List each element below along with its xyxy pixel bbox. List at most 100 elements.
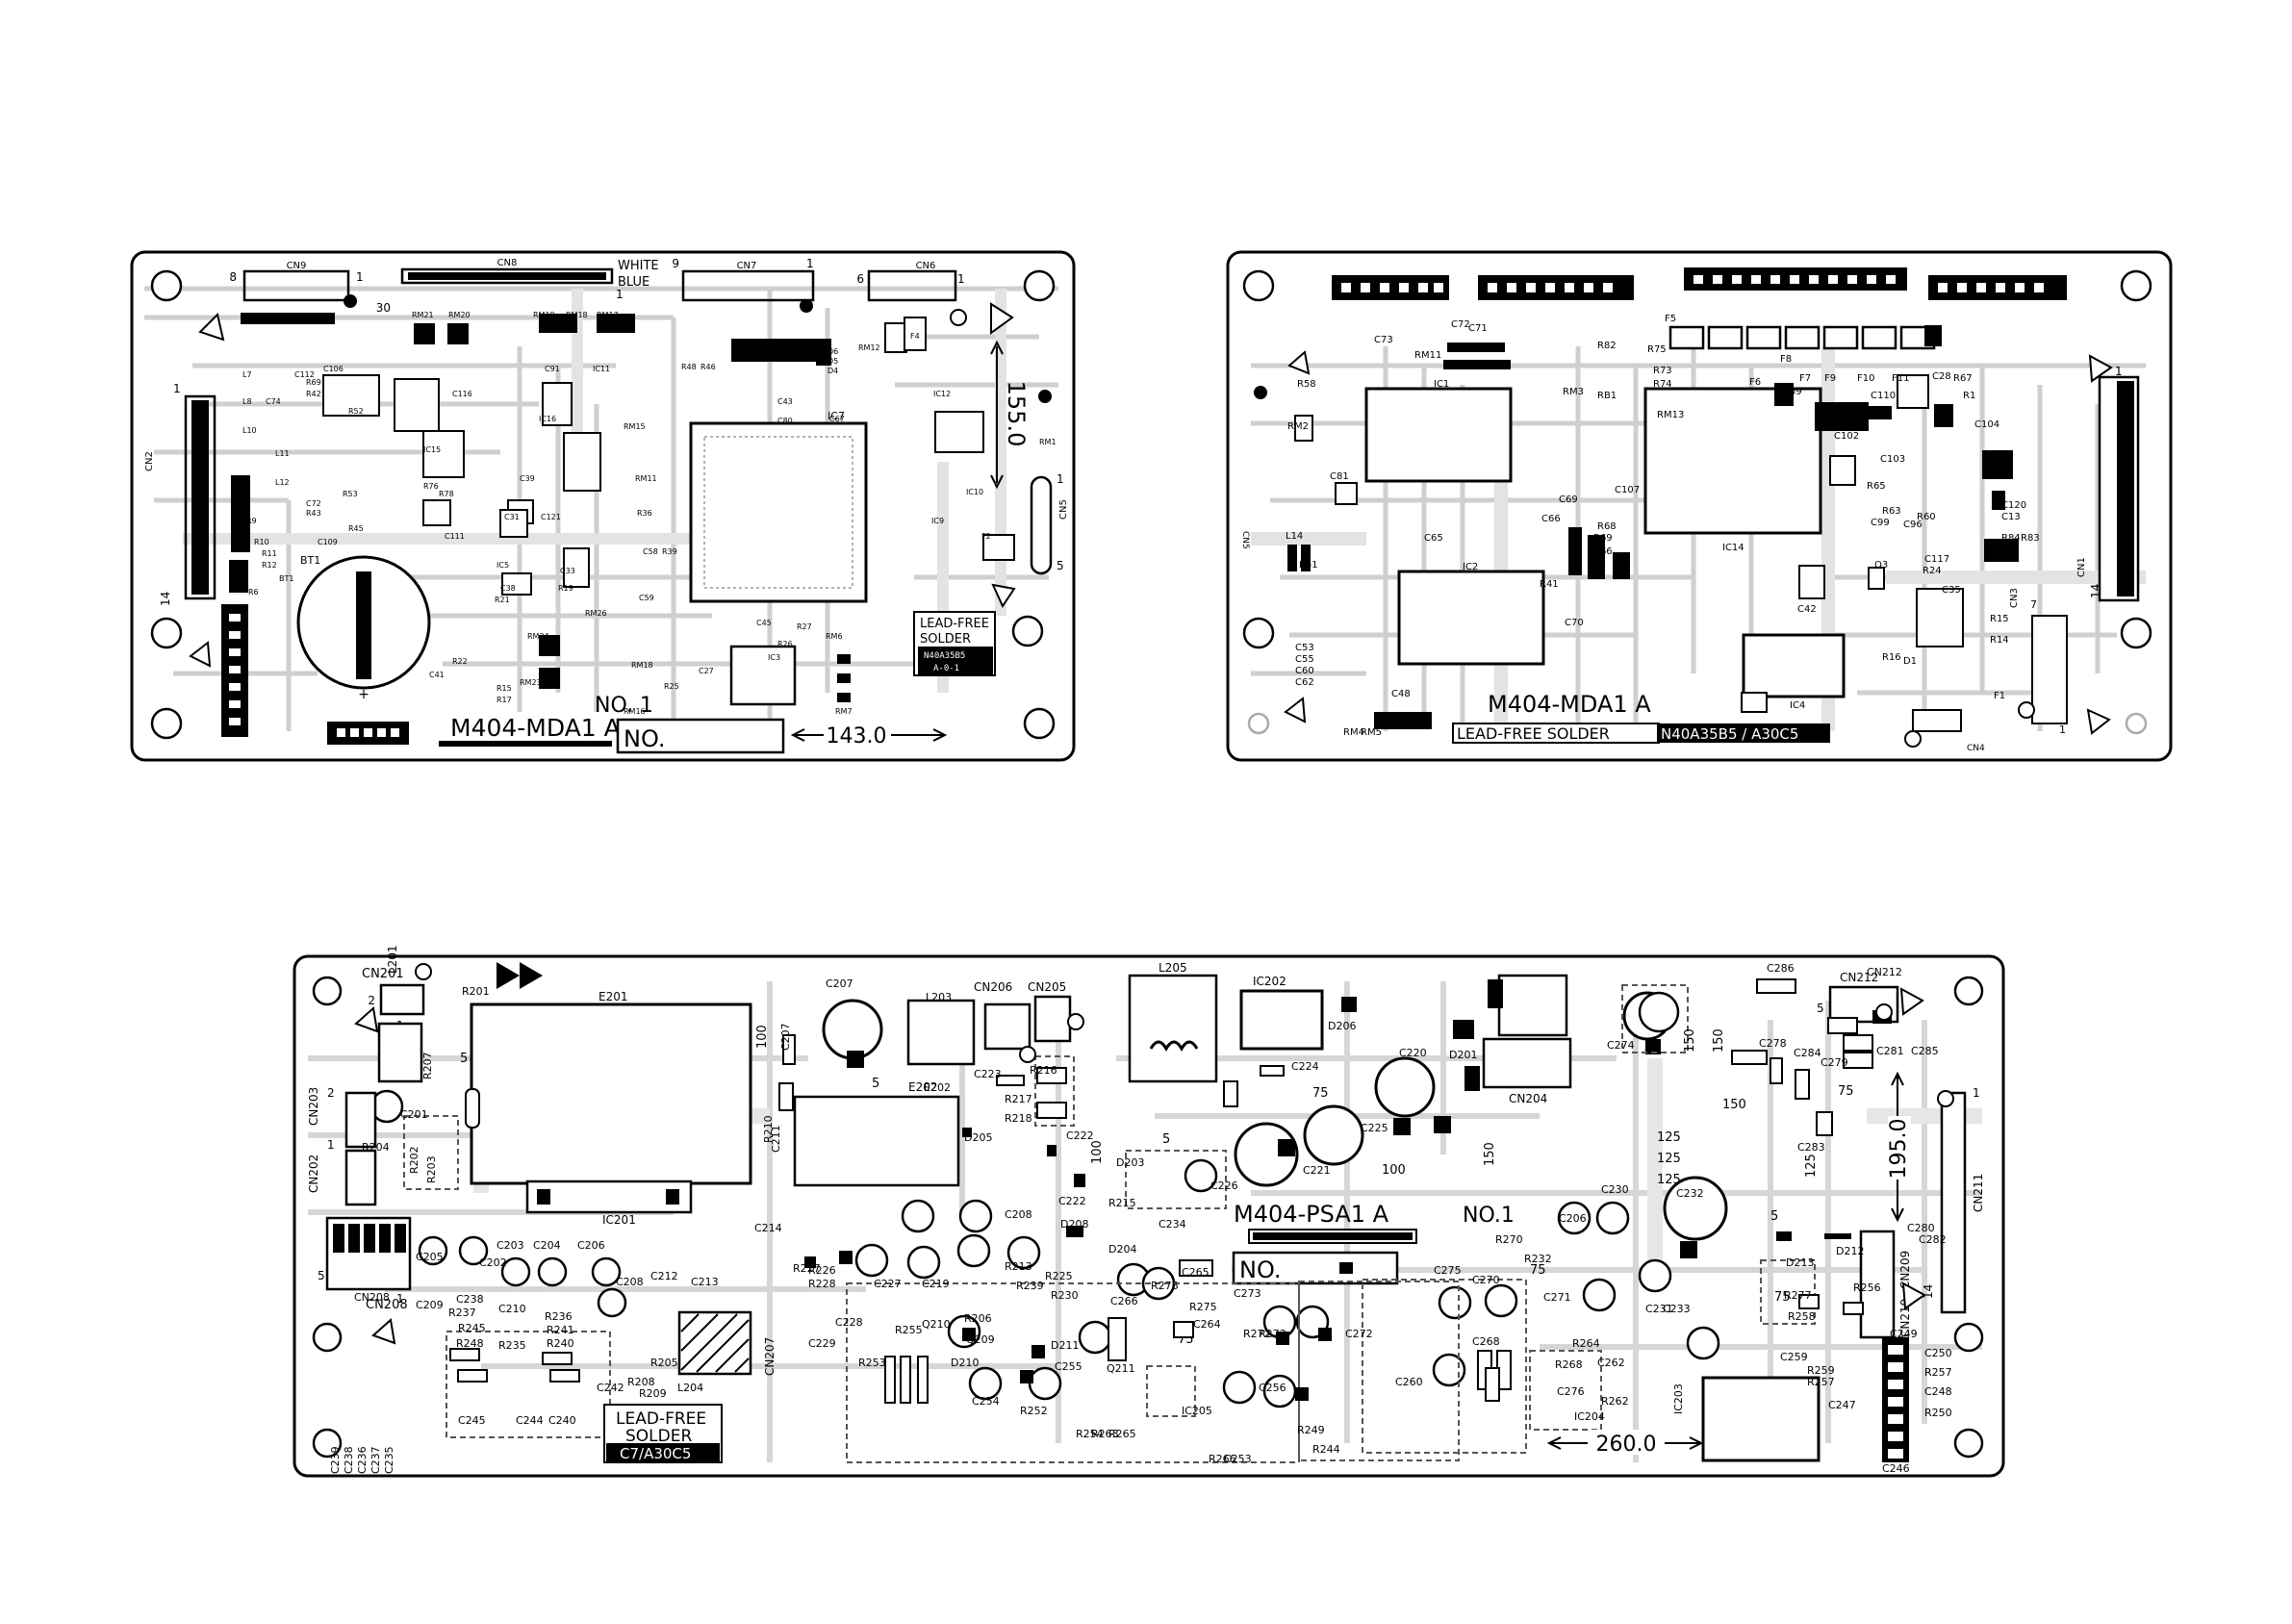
connector-cn207: CN207 — [763, 1337, 777, 1376]
connector-cn202: CN202 — [307, 1149, 377, 1206]
svg-text:RM26: RM26 — [585, 609, 607, 618]
svg-text:R210: R210 — [762, 1115, 775, 1143]
svg-text:C229: C229 — [808, 1337, 836, 1350]
svg-text:R206: R206 — [964, 1312, 992, 1325]
svg-text:C262: C262 — [1597, 1357, 1625, 1369]
cn8-pin-last: 1 — [616, 288, 624, 301]
svg-text:R83: R83 — [2021, 533, 2040, 544]
svg-text:CU9: CU9 — [1782, 387, 1802, 397]
svg-text:Q211: Q211 — [1107, 1362, 1135, 1375]
svg-text:C285: C285 — [1911, 1045, 1939, 1057]
cn201-label: CN201 — [362, 967, 404, 981]
svg-text:C106: C106 — [323, 365, 344, 373]
svg-text:R16: R16 — [1882, 652, 1901, 663]
dim-mark-125d: 125 — [1804, 1154, 1819, 1178]
svg-text:C203: C203 — [497, 1239, 524, 1252]
svg-text:C73: C73 — [1374, 335, 1393, 345]
svg-text:F10: F10 — [1857, 373, 1874, 384]
svg-text:R10: R10 — [254, 538, 269, 546]
svg-text:D1: D1 — [1903, 656, 1917, 667]
svg-text:C222: C222 — [1066, 1129, 1094, 1142]
svg-text:C245: C245 — [458, 1414, 486, 1427]
svg-text:C53: C53 — [1295, 643, 1314, 653]
svg-text:R51: R51 — [1299, 560, 1318, 571]
svg-text:RM16: RM16 — [624, 707, 646, 716]
svg-text:C231: C231 — [1645, 1303, 1673, 1315]
svg-text:Q210: Q210 — [922, 1318, 951, 1331]
svg-text:R256: R256 — [1853, 1281, 1881, 1294]
svg-text:D5: D5 — [828, 357, 838, 366]
svg-text:F2: F2 — [981, 532, 991, 541]
svg-text:IC7: IC7 — [828, 410, 845, 422]
svg-text:IC9: IC9 — [931, 517, 944, 525]
svg-text:C242: C242 — [597, 1382, 624, 1394]
svg-text:R239: R239 — [1016, 1280, 1044, 1292]
cn201-pin-first: 2 — [368, 994, 375, 1007]
dim-mark-75a: 75 — [1312, 1086, 1329, 1101]
svg-text:C45: C45 — [756, 619, 772, 627]
svg-text:R203: R203 — [425, 1155, 438, 1183]
cn6-pin-last: 1 — [957, 272, 965, 286]
svg-text:R45: R45 — [348, 524, 364, 533]
svg-text:R241: R241 — [547, 1324, 574, 1336]
connector-cn6: CN6 6 1 — [856, 261, 965, 302]
connector-cn204: CN204 — [1482, 1037, 1572, 1105]
svg-text:R65: R65 — [1867, 481, 1886, 492]
svg-text:CN208: CN208 — [354, 1291, 390, 1304]
svg-text:R27: R27 — [797, 622, 812, 631]
svg-text:L203: L203 — [926, 991, 952, 1003]
svg-text:R253: R253 — [858, 1357, 886, 1369]
lead-free-badge-3: LEAD-FREE SOLDER C7/A30C5 — [603, 1404, 723, 1463]
svg-text:C110: C110 — [1871, 391, 1896, 401]
cn211-pin-last: 1 — [1973, 1086, 1980, 1100]
cn2-pin-first: 1 — [173, 382, 181, 395]
svg-text:R58: R58 — [1297, 379, 1316, 390]
svg-text:C13: C13 — [2001, 512, 2021, 522]
lead-free-code1: N40A35B5 — [924, 651, 965, 661]
cn3-pin-first: 7 — [2030, 598, 2037, 611]
lead-free-badge: LEAD-FREE SOLDER N40A35B5 A-0-1 — [913, 611, 996, 676]
svg-text:C81: C81 — [1330, 471, 1349, 482]
dim-mark-150c: 150 — [1683, 1028, 1697, 1053]
svg-text:R74: R74 — [1653, 379, 1672, 390]
svg-text:R268: R268 — [1555, 1358, 1583, 1371]
svg-text:C264: C264 — [1193, 1318, 1221, 1331]
svg-text:L8: L8 — [242, 397, 252, 406]
svg-text:C209: C209 — [416, 1299, 444, 1311]
svg-text:R68: R68 — [1597, 521, 1617, 532]
lead-free-code-3: C7/A30C5 — [620, 1445, 691, 1462]
svg-text:R78: R78 — [439, 490, 454, 498]
svg-text:R208: R208 — [627, 1376, 655, 1388]
cn7-pin-first: 9 — [672, 257, 679, 270]
svg-text:C230: C230 — [1601, 1183, 1629, 1196]
svg-text:C270: C270 — [1472, 1274, 1500, 1286]
svg-text:C281: C281 — [1876, 1045, 1904, 1057]
svg-text:RM15: RM15 — [624, 422, 646, 431]
svg-text:IC14: IC14 — [1722, 543, 1744, 553]
svg-text:R273: R273 — [1259, 1328, 1286, 1340]
cn202-label: CN202 — [307, 1155, 320, 1193]
svg-text:RM18: RM18 — [631, 661, 653, 670]
connector-cn7: CN7 9 1 — [672, 257, 815, 313]
svg-text:C244: C244 — [516, 1414, 544, 1427]
svg-text:C273: C273 — [1234, 1287, 1261, 1300]
svg-text:L11: L11 — [275, 449, 290, 458]
svg-text:C207: C207 — [826, 977, 853, 990]
svg-text:R262: R262 — [1601, 1395, 1629, 1408]
svg-text:IC205: IC205 — [1182, 1405, 1212, 1417]
svg-text:C227: C227 — [874, 1278, 902, 1290]
ic4-chip: IC4 — [1742, 633, 1846, 711]
svg-text:RM13: RM13 — [1657, 410, 1684, 420]
dimension-height: 155.0 — [990, 340, 1030, 490]
svg-text:R209: R209 — [639, 1387, 667, 1400]
ic7-chip: IC7 — [689, 410, 868, 603]
cn6-label: CN6 — [916, 261, 936, 271]
svg-text:C103: C103 — [1880, 454, 1905, 465]
svg-text:C74: C74 — [266, 397, 281, 406]
svg-text:C233: C233 — [1663, 1303, 1691, 1315]
svg-text:R21: R21 — [495, 596, 510, 604]
svg-text:C282: C282 — [1919, 1233, 1947, 1246]
cn208-label: CN208 — [366, 1298, 408, 1312]
dim-mark-150b: 150 — [1722, 1098, 1746, 1112]
svg-text:C28: C28 — [1932, 371, 1951, 382]
